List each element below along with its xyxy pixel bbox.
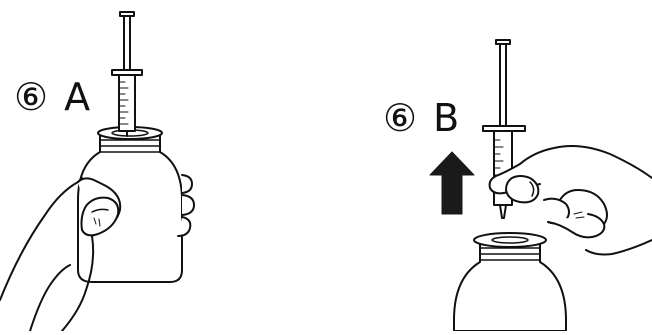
panel-a (0, 12, 194, 331)
step-label-a: ⑥ A (14, 78, 92, 116)
syringe-a (112, 12, 142, 136)
step-label-b: ⑥ B (383, 99, 461, 137)
panel-b (430, 40, 652, 331)
bottle-b (454, 233, 566, 331)
up-arrow-icon (430, 152, 474, 214)
